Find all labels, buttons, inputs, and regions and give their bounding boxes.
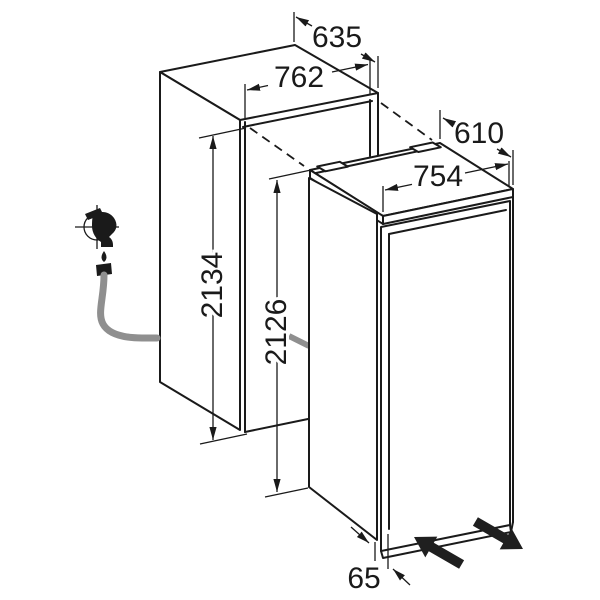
water-drop-icon [101,251,107,262]
dim-label-niche-height: 2134 [196,252,229,319]
water-hose-inside-niche [287,333,311,349]
alignment-dashed-lines [249,102,433,167]
slide-direction-arrows [414,517,523,569]
water-hose [97,271,161,342]
mounting-tab [316,160,349,173]
mounting-tab [409,141,442,153]
dim-niche-depth: 635 [293,12,379,88]
niche-left-face [159,71,241,431]
dim-appliance-depth: 610 [439,110,514,185]
slide-out-arrow [472,517,523,550]
water-tap-icon [85,208,117,247]
water-connection [75,205,161,342]
hose-fitting [96,263,112,276]
appliance-door [380,200,511,552]
dim-appliance-width: 754 [382,157,510,212]
cabinet-niche [159,44,379,433]
dim-label-appliance-width: 754 [413,160,463,193]
dim-label-appliance-height: 2126 [260,299,293,366]
dim-appliance-height: 2126 [257,169,312,498]
dim-label-niche-width: 762 [274,61,324,94]
dim-label-niche-depth: 635 [312,21,362,54]
appliance-side-face [308,177,378,541]
slide-in-arrow [414,536,465,569]
dim-label-base-recess: 65 [347,562,380,595]
dim-niche-height: 2134 [193,127,248,445]
refrigerator [308,141,514,559]
dim-label-appliance-depth: 610 [454,117,504,150]
dim-base-recess: 65 [344,526,411,598]
dim-niche-width: 762 [244,58,371,118]
